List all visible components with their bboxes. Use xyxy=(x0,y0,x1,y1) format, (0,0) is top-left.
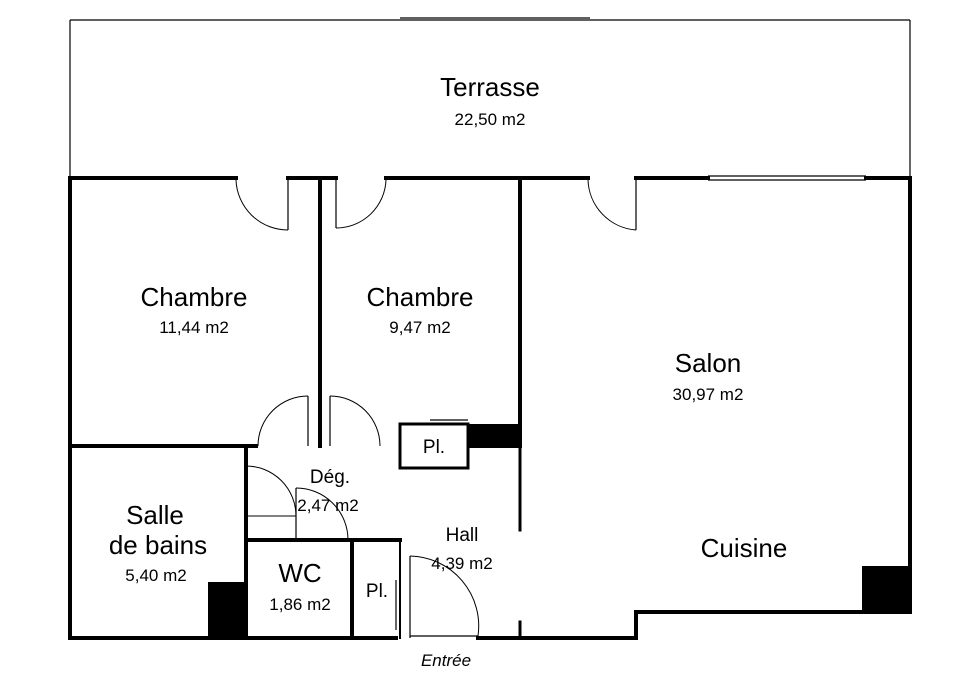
room-name: Cuisine xyxy=(701,533,788,563)
room-area: 9,47 m2 xyxy=(389,318,450,337)
terrasse-outline xyxy=(69,17,911,178)
room-area: 5,40 m2 xyxy=(125,566,186,585)
room-area: 4,39 m2 xyxy=(431,554,492,573)
room-name: Chambre xyxy=(367,282,474,312)
room-placard-2: Pl. xyxy=(366,581,388,602)
room-name: de bains xyxy=(109,530,207,560)
room-area: 30,97 m2 xyxy=(673,385,744,404)
room-area: 22,50 m2 xyxy=(455,110,526,129)
room-terrasse: Terrasse 22,50 m2 xyxy=(440,72,540,129)
room-name: Terrasse xyxy=(440,72,540,102)
door-wc-deg[interactable] xyxy=(295,487,349,541)
duct-block xyxy=(862,566,910,612)
entrance-label: Entrée xyxy=(421,651,471,670)
door-chambre2-deg[interactable] xyxy=(329,395,381,447)
room-name: Salle xyxy=(126,500,184,530)
room-chambre-2: Chambre 9,47 m2 xyxy=(367,282,474,337)
duct-block xyxy=(208,582,246,638)
room-chambre-1: Chambre 11,44 m2 xyxy=(141,282,248,337)
room-hall: Hall 4,39 m2 xyxy=(431,525,492,573)
room-name: Pl. xyxy=(366,581,388,602)
room-name: Pl. xyxy=(423,437,445,458)
duct-block xyxy=(468,424,520,448)
room-name: WC xyxy=(278,558,321,588)
room-area: 2,47 m2 xyxy=(297,496,358,515)
door-chambre1-terrasse[interactable] xyxy=(235,178,289,231)
room-cuisine: Cuisine xyxy=(701,533,788,563)
door-chambre2-terrasse[interactable] xyxy=(335,178,387,229)
room-name: Hall xyxy=(446,525,479,546)
door-sdb-deg[interactable] xyxy=(245,465,297,517)
room-salle-de-bains: Salle de bains 5,40 m2 xyxy=(109,500,207,585)
room-name: Salon xyxy=(675,348,742,378)
door-entree[interactable] xyxy=(409,555,480,638)
room-name: Dég. xyxy=(310,467,350,488)
room-area: 11,44 m2 xyxy=(159,318,229,337)
room-salon: Salon 30,97 m2 xyxy=(673,348,744,404)
room-area: 1,86 m2 xyxy=(269,595,330,614)
room-name: Chambre xyxy=(141,282,248,312)
room-wc: WC 1,86 m2 xyxy=(269,558,330,614)
room-degagement: Dég. 2,47 m2 xyxy=(297,467,358,515)
door-salon-terrasse[interactable] xyxy=(587,178,637,231)
room-placard-1: Pl. xyxy=(423,437,445,458)
door-chambre1-deg[interactable] xyxy=(257,395,309,447)
